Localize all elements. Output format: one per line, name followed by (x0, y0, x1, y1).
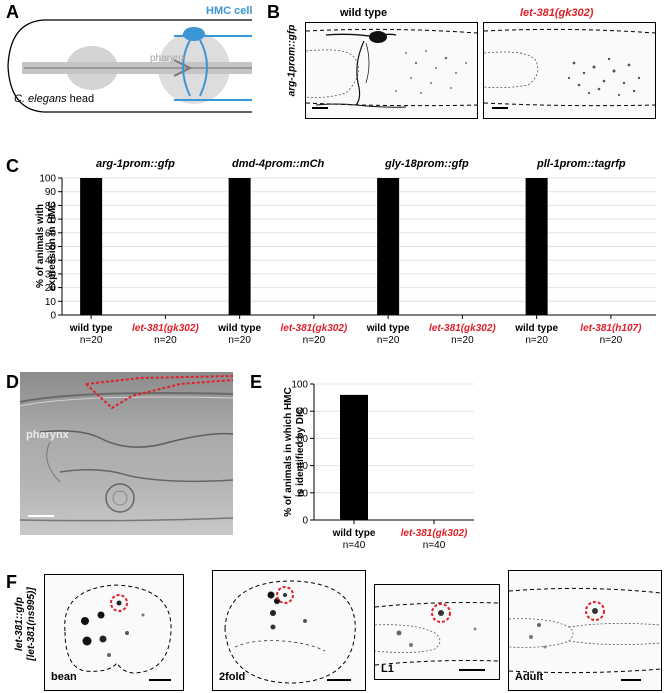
y-tick-label: 70 (45, 215, 57, 226)
scale-bar (312, 107, 328, 109)
x-tick-label: let-381(gk302) (132, 323, 199, 334)
x-tick-label: let-381(gk302) (401, 528, 468, 539)
hmc-cell-label: HMC cell (206, 5, 253, 17)
sample-size-label: n=20 (525, 335, 548, 346)
c-elegans-head-label: C. elegans head (14, 93, 94, 105)
panel-e-letter: E (250, 372, 263, 392)
y-tick-label: 0 (50, 311, 56, 322)
x-tick-label: let-381(gk302) (429, 323, 496, 334)
panel-d-letter: D (6, 372, 19, 392)
stage-label-adult: Adult (515, 671, 544, 683)
pharynx-label-d: pharynx (26, 429, 69, 441)
marker-label-4: pll-1prom::tagrfp (537, 158, 626, 170)
sample-size-label: n=20 (228, 335, 251, 346)
stage-label-bean: bean (51, 671, 77, 683)
y-tick-label: 60 (297, 434, 309, 445)
marker-label-3: gly-18prom::gfp (385, 158, 469, 170)
y-tick-label: 100 (291, 380, 308, 391)
sample-size-label: n=20 (377, 335, 400, 346)
y-tick-label: 30 (45, 269, 57, 280)
scale-bar (327, 679, 351, 681)
stage-label-2fold: 2fold (219, 671, 246, 683)
y-tick-label: 40 (45, 256, 57, 267)
panel-c-letter: C (6, 156, 19, 176)
sample-size-label: n=20 (600, 335, 623, 346)
panel-b-mutant-header: let-381(gk302) (520, 7, 594, 19)
x-tick-label: wild type (217, 323, 261, 334)
y-tick-label: 10 (45, 297, 57, 308)
panel-b-wildtype-header: wild type (340, 7, 388, 19)
scale-bar (28, 515, 54, 517)
panel-a-letter: A (6, 2, 19, 22)
panel-f-ylabel-line2: [let-381(ns995)] (26, 587, 37, 661)
micrograph-b-mutant (483, 22, 656, 119)
micrograph-b-wildtype (305, 22, 478, 119)
y-tick-label: 20 (297, 488, 309, 499)
y-tick-label: 60 (45, 228, 57, 239)
y-tick-label: 100 (39, 174, 56, 185)
scale-bar (459, 669, 485, 671)
x-tick-label: wild type (69, 323, 113, 334)
sample-size-label: n=20 (451, 335, 474, 346)
scale-bar (149, 679, 171, 681)
dic-micrograph: pharynx (20, 372, 233, 535)
y-tick-label: 50 (45, 242, 57, 253)
panel-f-ylabel: let-381::gfp [let-381(ns995)] (14, 584, 38, 664)
sample-size-label: n=40 (423, 540, 446, 548)
panel-b-ylabel: arg-1prom::gfp (286, 24, 298, 97)
panel-f-ylabel-line1: let-381::gfp (14, 597, 25, 651)
bar (525, 178, 548, 315)
y-tick-label: 0 (302, 516, 308, 527)
bar (340, 394, 368, 520)
y-tick-label: 80 (45, 201, 57, 212)
micrograph-f-bean: bean (44, 574, 184, 691)
x-tick-label: let-381(gk302) (281, 323, 348, 334)
scale-bar (621, 679, 641, 681)
bar (228, 178, 251, 315)
head-word: head (66, 93, 95, 105)
bar (377, 178, 400, 315)
stage-label-l1: L1 (381, 663, 394, 675)
y-tick-label: 40 (297, 461, 309, 472)
sample-size-label: n=20 (80, 335, 103, 346)
micrograph-f-2fold: 2fold (212, 570, 366, 691)
sample-size-label: n=40 (343, 540, 366, 548)
sample-size-label: n=20 (303, 335, 326, 346)
panel-f-letter: F (6, 572, 17, 592)
y-tick-label: 80 (297, 407, 309, 418)
y-tick-label: 90 (45, 187, 57, 198)
marker-label-2: dmd-4prom::mCh (232, 158, 325, 170)
scale-bar (492, 107, 508, 109)
marker-label-1: arg-1prom::gfp (96, 158, 175, 170)
sample-size-label: n=20 (154, 335, 177, 346)
micrograph-f-l1: L1 (374, 584, 500, 680)
x-tick-label: wild type (332, 528, 376, 539)
worm-head-schematic (7, 19, 252, 113)
panel-b-letter: B (267, 2, 280, 22)
micrograph-f-adult: Adult (508, 570, 662, 691)
pharynx-label-a: pharynx (150, 53, 186, 64)
y-tick-label: 20 (45, 283, 57, 294)
x-tick-label: wild type (366, 323, 410, 334)
x-tick-label: let-381(h107) (580, 323, 642, 334)
species-name: C. elegans (14, 93, 67, 105)
x-tick-label: wild type (514, 323, 558, 334)
bar (80, 178, 103, 315)
